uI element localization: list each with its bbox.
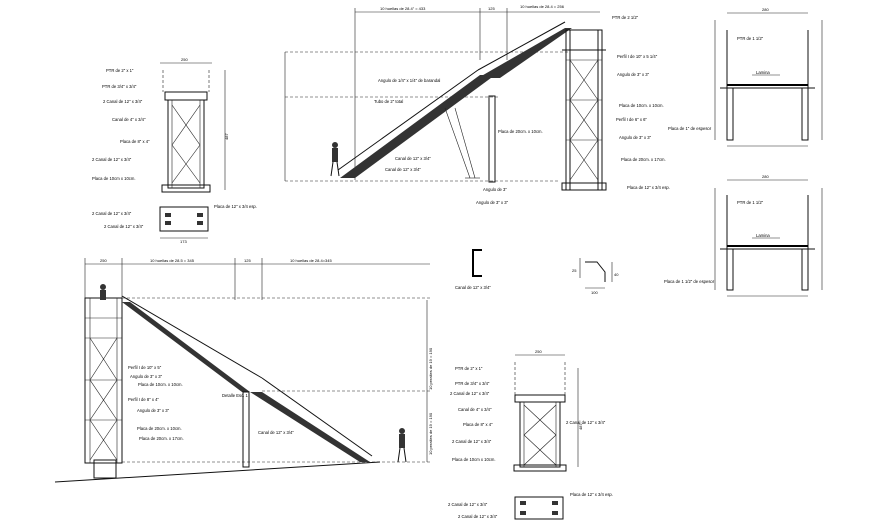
person-figure-top (100, 284, 106, 300)
section-bottom-floor: Lamina (756, 233, 770, 238)
bottom-label-plate3: Placa de 20cm. x 17cm. (139, 436, 184, 441)
bottom-label-angle1: Angulo de 3" x 3" (130, 374, 163, 379)
left-plan-plate: Placa de 12" x 3/4 esp. (214, 204, 257, 209)
dim-right: 10 huellas de 28.4 = 256 (520, 4, 565, 9)
detail-channel-label: Canal de 12" x 3/4" (455, 285, 491, 290)
bottom-plan-c1: 2 Canal de 12" x 3/4" (448, 502, 488, 507)
bottom-label-perfil2: Perfil I de 8" x 4" (128, 397, 159, 402)
bottom-tower-plate1: Placa de 8" x 4" (463, 422, 493, 427)
bottom-label-canal: Canal de 12" x 3/4" (258, 430, 294, 435)
bottom-tower-dim-top: 250 (535, 349, 542, 354)
bottom-label-plate1: Placa de 10cm. x 10cm. (138, 382, 183, 387)
bottom-dim-side2: 10 peraltes de 19 = 190 (428, 412, 433, 455)
bottom-flight-lower (250, 392, 370, 462)
label-base-plate: Placa de 12" x 3/4 esp. (627, 185, 670, 190)
left-tower-dim-side: 487 (224, 133, 229, 140)
left-tower-plan: 173 2 Canal de 12" x 3/4" 2 Canal de 12"… (92, 204, 257, 244)
bottom-tower-ptr1: PTR de 2" x 1" (455, 366, 483, 371)
label-footing: Placa de 20cm. x 10cm. (498, 129, 543, 134)
label-plate-r2: Placa de 20cm. x 17cm. (621, 157, 666, 162)
person-figure (330, 142, 340, 177)
left-plan-dim: 173 (180, 239, 187, 244)
bottom-dim-side1: 10 peraltes de 19 = 190 (428, 347, 433, 390)
right-section-top: 280 PTR de 1 1/2" Lamina Placa de 1" de … (668, 7, 823, 147)
bottom-label-angle2: Angulo de 3" x 3" (137, 408, 170, 413)
left-label-plate1: Placa de 8" x 4" (120, 139, 150, 144)
stair-flight-lower (340, 75, 495, 178)
left-plan-c2: 2 Canal de 12" x 3/4" (104, 224, 144, 229)
left-label-ptr2: PTR de 3/4" x 3/4" (102, 84, 137, 89)
label-ptr-top: PTR de 2 1/2" (612, 15, 639, 20)
left-tower-dim-top: 250 (181, 57, 188, 62)
bottom-label-plate2: Placa de 20cm. x 10cm. (137, 426, 182, 431)
channel-detail: Canal de 12" x 3/4" 25 100 40 (455, 249, 619, 295)
right-section-bottom: 280 PTR de 1 1/2" Lamina Placa de 1 1/2"… (664, 174, 823, 297)
section-top-floor: Lamina (756, 70, 770, 75)
bottom-tower-plate2: Placa de 10cm x 10cm. (452, 457, 496, 462)
dim-total: 10 huellas de 28.4" = 433 (380, 6, 426, 11)
left-tower-elevation: 250 487 PTR de 2" x 1" PTR de 3/4" x 3/4… (92, 57, 229, 193)
top-elevation: 10 huellas de 28.4" = 433 125 10 huellas… (284, 4, 670, 205)
section-bottom-ptr: PTR de 1 1/2" (737, 200, 764, 205)
label-perfil-r2: Perfil I de 6" x 6" (616, 117, 647, 122)
left-label-plate2: Placa de 10cm x 10cm. (92, 176, 136, 181)
label-plate-r1: Placa de 10cm. x 10cm. (619, 103, 664, 108)
section-top-dim: 280 (762, 7, 769, 12)
bottom-tower-plan: 2 Canal de 12" x 3/4" 2 Canal de 12" x 3… (448, 492, 613, 520)
section-bottom-plate: Placa de 1 1/2" de espesor (664, 279, 715, 284)
label-beam: Canal de 12" x 3/4" (395, 156, 431, 161)
left-label-ptr1: PTR de 2" x 1" (106, 68, 134, 73)
label-brace: Angulo de 3" x 3" (476, 200, 509, 205)
bottom-tower-dim-side: 487 (578, 423, 583, 430)
bottom-flight-upper (122, 302, 250, 392)
detail-dim-2: 100 (591, 290, 598, 295)
bottom-tower-ptr2: PTR de 3/4" x 3/4" (455, 381, 490, 386)
section-top-ptr: PTR de 1 1/2" (737, 36, 764, 41)
stair-flight-upper (478, 28, 572, 78)
bottom-tower-canal3: 2 Canal de 12" x 3/4" (452, 439, 492, 444)
section-bottom-dim: 280 (762, 174, 769, 179)
label-plate: Canal de 12" x 3/4" (385, 167, 421, 172)
label-angle2: Angulo de 3" (483, 187, 507, 192)
bottom-label-perfil1: Perfil I de 10" x 5" (128, 365, 162, 370)
right-tower (561, 29, 607, 191)
person-figure-bottom (397, 428, 407, 463)
bottom-elevation: 250 10 huellas de 28.5 = 345 125 10 huel… (54, 258, 433, 483)
detail-dim-3: 40 (614, 272, 619, 277)
bottom-tower-canal2: Canal de 4" x 3/4" (458, 407, 492, 412)
bottom-dim-mid: 125 (244, 258, 251, 263)
bottom-dim-total: 10 huellas de 28.5 = 345 (150, 258, 195, 263)
bottom-dim-left: 250 (100, 258, 107, 263)
bottom-landing-column (242, 391, 250, 468)
bottom-label-detail: Detalle Esc. 1 (222, 393, 249, 398)
detail-dim-1: 25 (572, 268, 577, 273)
bottom-plan-c2: 2 Canal de 12" x 3/4" (458, 514, 498, 519)
bottom-tower-canal-r: 2 Canal de 12" x 3/4" (566, 420, 606, 425)
label-angle-r1: Angulo de 3" x 3" (617, 72, 650, 77)
landing-column (488, 95, 496, 183)
bottom-tower-canal1: 2 Canal de 12" x 3/4" (450, 391, 490, 396)
left-plan-c1: 2 Canal de 12" x 3/4" (92, 211, 132, 216)
section-top-plate: Placa de 1" de espesor (668, 126, 712, 131)
bottom-plan-plate: Placa de 12" x 3/4 esp. (570, 492, 613, 497)
label-angle-r2: Angulo de 3" x 3" (619, 135, 652, 140)
label-perfil-top: Perfil I de 10" x 5 1/4" (617, 54, 658, 59)
left-label-canal3: 2 Canal de 12" x 3/4" (92, 157, 132, 162)
label-handrail: Tubo de 2" total (374, 99, 403, 104)
label-angle: Angulo de 1/4" x 1/4" de barandal (378, 78, 440, 83)
bottom-tower-elevation: 250 487 PTR de 2" x 1" PTR de 3/4" x 3/4… (450, 349, 606, 472)
left-label-canal1: 2 Canal de 12" x 3/4" (103, 99, 143, 104)
dim-mid: 125 (488, 6, 495, 11)
bottom-dim-right: 10 huellas de 28.4=345 (290, 258, 332, 263)
left-label-canal2: Canal de 4" x 3/4" (112, 117, 146, 122)
